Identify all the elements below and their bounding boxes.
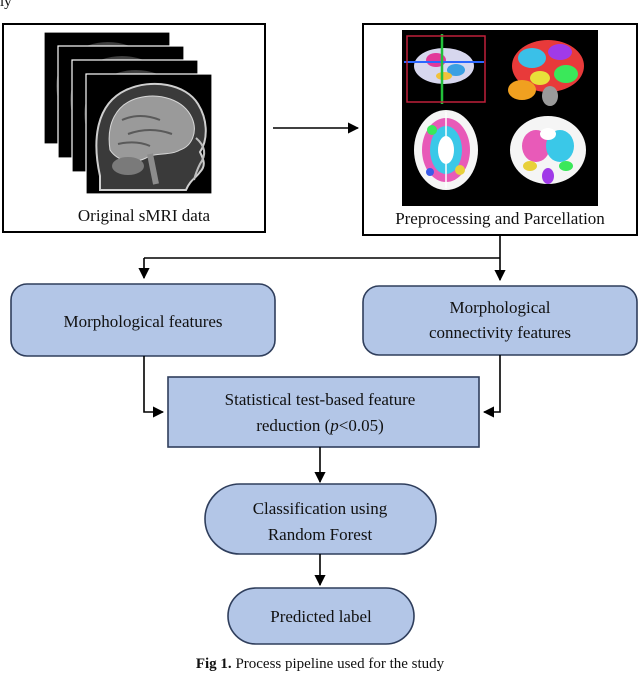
node-morphological-features-label: Morphological features (63, 312, 222, 331)
smri-panel: Original sMRI data (2, 23, 266, 233)
split-connector (138, 236, 506, 282)
mri-slice-front (85, 73, 213, 195)
smri-panel-caption: Original sMRI data (78, 206, 211, 225)
node-predicted-label-text: Predicted label (270, 607, 372, 626)
axial-view (414, 110, 478, 190)
surface-view (508, 40, 584, 106)
node-predicted-label: Predicted label (227, 587, 415, 645)
node-classification-label-2: Random Forest (268, 525, 373, 544)
node-statistical-reduction-label-1: Statistical test-based feature (225, 390, 416, 409)
node-statistical-reduction: Statistical test-based feature reduction… (167, 376, 480, 448)
node-connectivity-features-label-1: Morphological (449, 298, 550, 317)
figure-caption-label: Fig 1. (195, 656, 232, 672)
figure-caption-text: Process pipeline used for the study (235, 656, 445, 672)
merge-connectors (143, 355, 501, 418)
parcellation-panel: Preprocessing and Parcellation (362, 23, 638, 236)
node-morphological-features: Morphological features (10, 283, 276, 357)
coronal-view (510, 116, 586, 184)
node-connectivity-features: Morphological connectivity features (362, 285, 638, 356)
top-fragment-text: ly (0, 0, 12, 10)
parcellation-panel-caption: Preprocessing and Parcellation (395, 209, 605, 228)
figure-caption: Fig 1. Process pipeline used for the stu… (0, 655, 640, 673)
node-statistical-reduction-label-2: reduction (p<0.05) (256, 416, 384, 435)
node-connectivity-features-label-2: connectivity features (429, 323, 571, 342)
node-classification: Classification using Random Forest (204, 483, 437, 555)
parcellation-image (402, 30, 598, 206)
node-classification-label-1: Classification using (253, 499, 388, 518)
mri-slice-stack-image (43, 31, 213, 195)
sagittal-view (404, 34, 486, 104)
